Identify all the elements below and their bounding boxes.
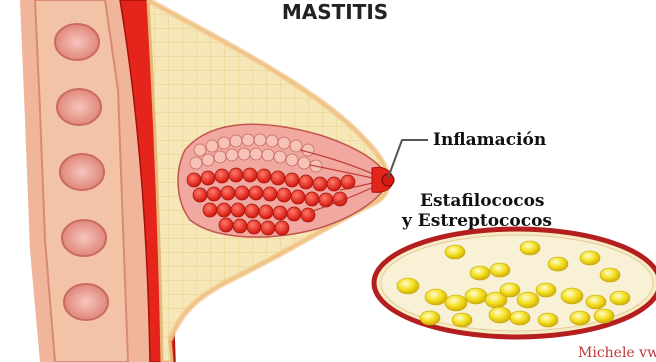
watermark-text: Michele vw xyxy=(578,345,656,361)
inflammation-pointer-line xyxy=(388,140,428,178)
bacteria-label-line1: Estafilococos xyxy=(420,191,545,211)
inflammation-label: Inflamación xyxy=(433,130,546,150)
diagram-title: MASTITIS xyxy=(282,0,388,24)
bacteria-dish xyxy=(374,229,656,337)
